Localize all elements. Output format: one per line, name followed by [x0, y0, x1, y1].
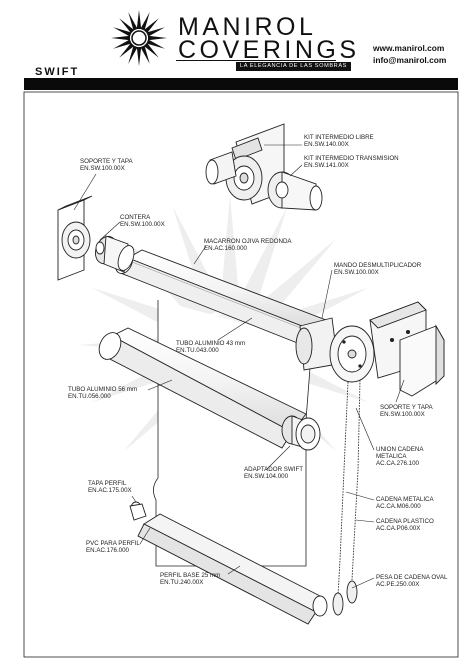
- brand-slogan: LA ELEGANCIA DE LAS SOMBRAS: [236, 62, 351, 71]
- header-bar: [24, 78, 458, 90]
- clutch-control-unit: [295, 317, 375, 383]
- chain-weight: [332, 580, 358, 616]
- chain: [337, 379, 361, 597]
- adapter-swift: [281, 415, 321, 451]
- model-name: SWIFT: [35, 66, 80, 78]
- bracket-left: [57, 195, 93, 281]
- base-profile: [137, 513, 328, 625]
- leader-lines: [73, 144, 405, 589]
- brand-name-line2: COVERINGS: [178, 36, 360, 64]
- tube-aluminium-56: [98, 327, 307, 449]
- email-link[interactable]: info@manirol.com: [373, 55, 447, 65]
- page-frame: [23, 91, 459, 658]
- sun-icon: [111, 10, 167, 66]
- intermediate-kit: [205, 123, 323, 211]
- website-link[interactable]: www.manirol.com: [373, 43, 445, 53]
- profile-end-cap: [129, 501, 147, 521]
- brand-divider: [176, 60, 336, 61]
- end-cap-contera: [95, 235, 135, 273]
- brand-name-line1: MANIROL: [178, 13, 317, 41]
- bracket-right: [369, 301, 445, 397]
